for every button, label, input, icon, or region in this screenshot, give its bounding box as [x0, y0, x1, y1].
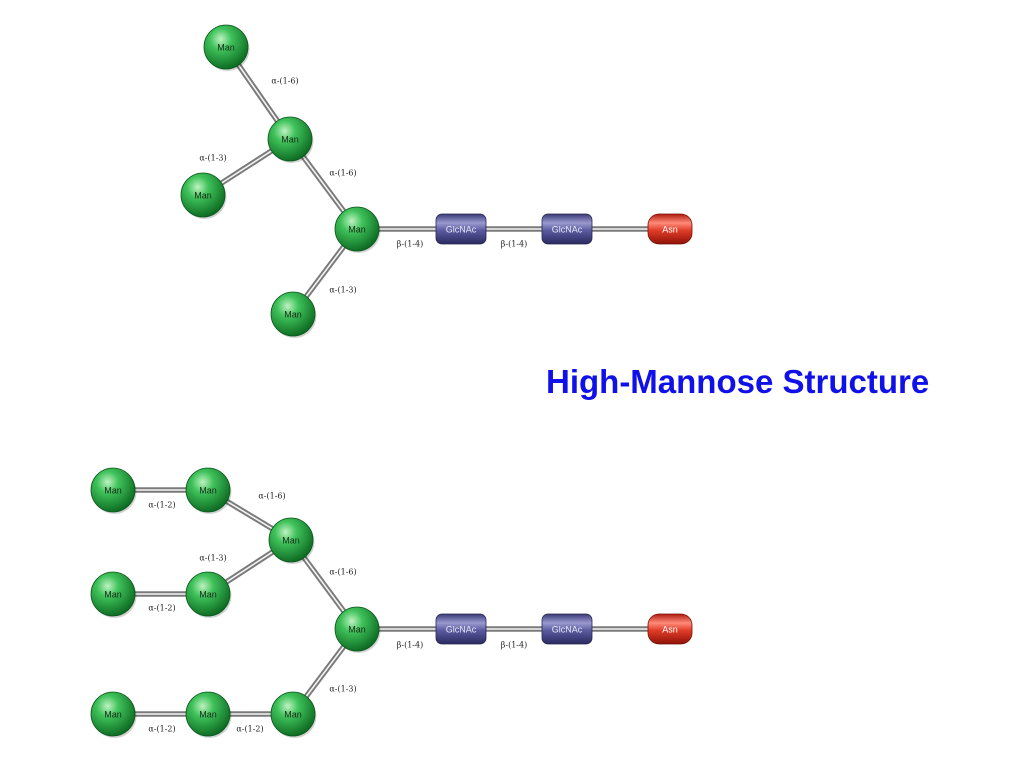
mannose-node: Man: [270, 691, 317, 738]
man-label: Man: [199, 590, 217, 600]
glcnac-label: GlcNAc: [552, 225, 583, 235]
linkage-label: α-(1-6): [271, 77, 298, 86]
asparagine-node: Asn: [647, 213, 693, 245]
glcnac-node: GlcNAc: [541, 213, 593, 245]
man-label: Man: [194, 191, 212, 201]
glcnac-label: GlcNAc: [446, 625, 477, 635]
linkage-label: α-(1-2): [148, 725, 175, 734]
man-label: Man: [104, 486, 122, 496]
linkage-label: β-(1-4): [397, 641, 423, 650]
linkage-label: α-(1-3): [329, 286, 356, 295]
linkage-label: β-(1-4): [501, 240, 527, 249]
man-label: Man: [348, 225, 366, 235]
asn-label: Asn: [662, 625, 678, 635]
glcnac-node: GlcNAc: [435, 213, 487, 245]
linkage-label: α-(1-2): [148, 501, 175, 510]
mannose-node: Man: [180, 172, 227, 219]
mannose-node: Man: [185, 691, 232, 738]
man-label: Man: [282, 536, 300, 546]
linkage-label: β-(1-4): [397, 240, 423, 249]
man-label: Man: [281, 135, 299, 145]
man-label: Man: [199, 710, 217, 720]
asn-label: Asn: [662, 225, 678, 235]
man-label: Man: [284, 310, 302, 320]
mannose-node: Man: [270, 291, 317, 338]
linkage-label: β-(1-4): [501, 641, 527, 650]
man-label: Man: [199, 486, 217, 496]
mannose-node: Man: [90, 691, 137, 738]
mannose-node: Man: [90, 467, 137, 514]
glcnac-label: GlcNAc: [552, 625, 583, 635]
linkage-label: α-(1-3): [199, 554, 226, 563]
man-label: Man: [104, 710, 122, 720]
mannose-node: Man: [185, 467, 232, 514]
mannose-node: Man: [334, 606, 381, 653]
linkage-label: α-(1-6): [329, 169, 356, 178]
man-label: Man: [284, 710, 302, 720]
linkage-label: α-(1-3): [199, 154, 226, 163]
man-label: Man: [217, 43, 235, 53]
linkage-label: α-(1-6): [329, 568, 356, 577]
glcnac-label: GlcNAc: [446, 225, 477, 235]
asparagine-node: Asn: [647, 613, 693, 645]
mannose-node: Man: [267, 116, 314, 163]
mannose-node: Man: [203, 24, 250, 71]
man-label: Man: [104, 590, 122, 600]
linkage-label: α-(1-3): [329, 685, 356, 694]
linkage-label: α-(1-2): [236, 725, 263, 734]
mannose-node: Man: [90, 571, 137, 618]
linkage-labels-layer: α-(1-6) α-(1-3) α-(1-6) α-(1-3) β-(1-4) β-(1-…: [148, 77, 527, 734]
mannose-node: Man: [334, 206, 381, 253]
glcnac-node: GlcNAc: [435, 613, 487, 645]
man-label: Man: [348, 625, 366, 635]
mannose-node: Man: [185, 571, 232, 618]
linkage-label: α-(1-6): [258, 492, 285, 501]
mannose-node: Man: [268, 517, 315, 564]
linkage-label: α-(1-2): [148, 604, 175, 613]
page-title: High-Mannose Structure: [546, 363, 930, 400]
glcnac-node: GlcNAc: [541, 613, 593, 645]
